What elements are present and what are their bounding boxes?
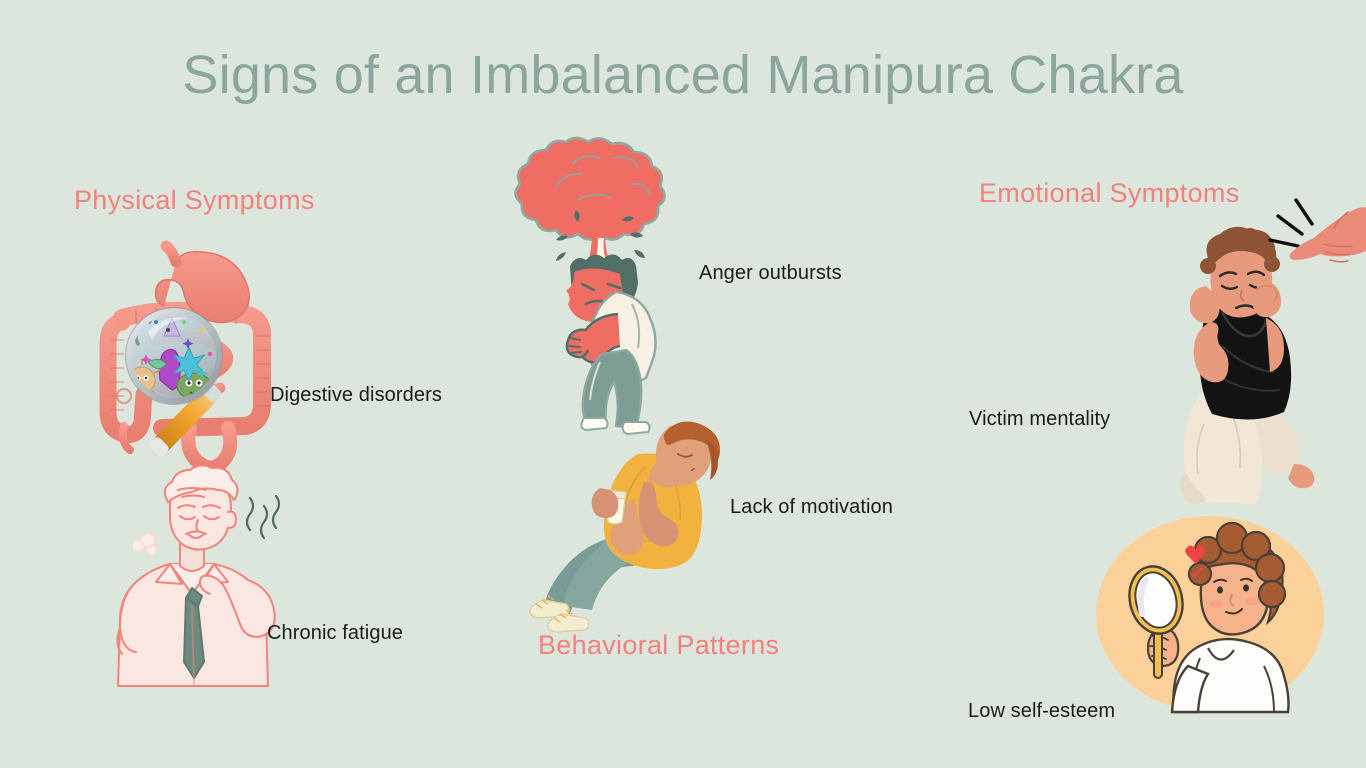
page-title: Signs of an Imbalanced Manipura Chakra [182, 45, 1184, 105]
item-label-anger-outbursts: Anger outbursts [699, 262, 842, 284]
section-heading-emotional: Emotional Symptoms [979, 178, 1240, 208]
item-label-low-self-esteem: Low self-esteem [968, 700, 1116, 722]
section-heading-behavioral: Behavioral Patterns [538, 630, 780, 660]
item-label-victim-mentality: Victim mentality [969, 408, 1111, 430]
digestive-system-magnifier-illustration [98, 240, 298, 484]
item-label-lack-of-motivation: Lack of motivation [730, 496, 893, 518]
kneeling-person-pointing-hand-illustration [1144, 226, 1334, 508]
woman-hand-mirror-illustration [1096, 516, 1324, 714]
slumped-person-coffee-illustration [528, 418, 733, 633]
item-label-digestive-disorders: Digestive disorders [270, 384, 442, 406]
tired-elderly-man-illustration [108, 464, 288, 688]
section-heading-physical: Physical Symptoms [74, 185, 315, 215]
exploding-head-person-illustration [508, 118, 708, 436]
item-label-chronic-fatigue: Chronic fatigue [267, 622, 404, 644]
accusing-pointing-hand-icon [1262, 196, 1366, 286]
